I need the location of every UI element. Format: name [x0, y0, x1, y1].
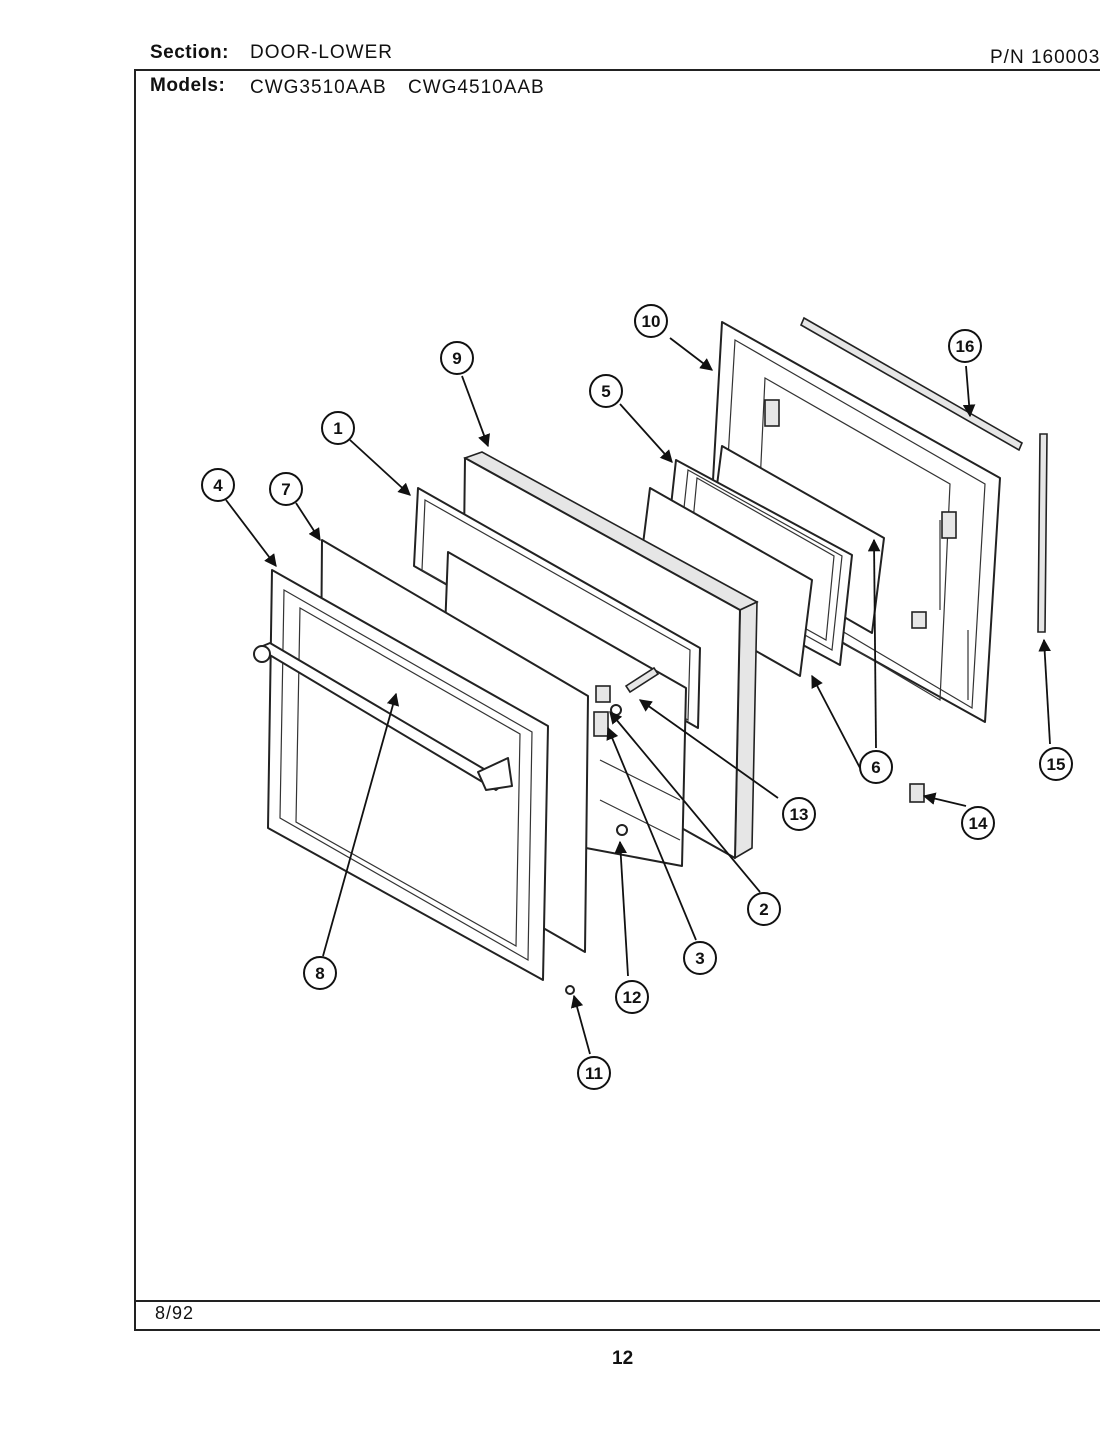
svg-text:4: 4	[213, 476, 223, 495]
callout-5: 5	[589, 374, 623, 408]
section-value: DOOR-LOWER	[250, 42, 393, 63]
footer-date: 8/92	[155, 1303, 195, 1323]
top-rule	[135, 69, 1100, 71]
bottom-rule	[135, 1329, 1100, 1331]
svg-text:2: 2	[759, 900, 768, 919]
callout-3: 3	[683, 941, 717, 975]
callout-8: 8	[303, 956, 337, 990]
svg-text:13: 13	[790, 805, 809, 824]
svg-text:5: 5	[601, 382, 610, 401]
callout-16: 16	[948, 329, 982, 363]
callout-11: 11	[577, 1056, 611, 1090]
section-label: Section:	[150, 42, 229, 63]
svg-text:3: 3	[695, 949, 704, 968]
callout-6: 6	[859, 750, 893, 784]
svg-text:14: 14	[969, 814, 988, 833]
callout-4: 4	[201, 468, 235, 502]
model-number: CWG4510AAB	[408, 77, 545, 98]
callout-2: 2	[747, 892, 781, 926]
svg-text:11: 11	[585, 1064, 603, 1083]
callout-1: 1	[321, 411, 355, 445]
models-label: Models:	[150, 75, 226, 96]
left-rule	[134, 69, 136, 1331]
callout-7: 7	[269, 472, 303, 506]
part-number: P/N 160003	[990, 47, 1100, 68]
callout-15: 15	[1039, 747, 1073, 781]
svg-text:9: 9	[452, 349, 461, 368]
svg-text:8: 8	[315, 964, 324, 983]
svg-text:6: 6	[871, 758, 880, 777]
door-handle	[253, 642, 513, 791]
svg-text:12: 12	[623, 988, 642, 1007]
svg-text:16: 16	[956, 337, 975, 356]
svg-text:15: 15	[1047, 755, 1066, 774]
side-rod	[1037, 433, 1048, 633]
callout-14: 14	[961, 806, 995, 840]
callout-9: 9	[440, 341, 474, 375]
page-number: 12	[612, 1348, 634, 1369]
footer-rule	[135, 1300, 1100, 1302]
callout-13: 13	[782, 797, 816, 831]
svg-text:10: 10	[642, 312, 661, 331]
leader-lines	[225, 337, 1051, 1055]
model-number: CWG3510AAB	[250, 77, 387, 98]
svg-text:1: 1	[333, 419, 342, 438]
callout-10: 10	[634, 304, 668, 338]
outer-door-frame	[267, 569, 549, 981]
small-hardware	[565, 783, 925, 995]
svg-text:7: 7	[281, 480, 290, 499]
callout-12: 12	[615, 980, 649, 1014]
